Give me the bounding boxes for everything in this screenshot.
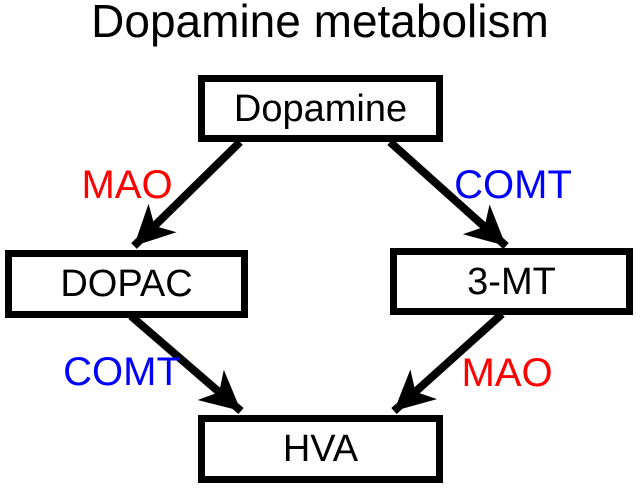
arrow-dopamine-to-3mt bbox=[387, 139, 509, 249]
diagram-title: Dopamine metabolism bbox=[91, 0, 549, 47]
node-dopamine-label: Dopamine bbox=[233, 87, 408, 130]
arrow-dopac-to-hva bbox=[128, 312, 244, 415]
node-3mt: 3-MT bbox=[390, 248, 633, 315]
enzyme-label-mao-3mt-hva: MAO bbox=[461, 351, 553, 395]
node-dopamine: Dopamine bbox=[198, 75, 443, 142]
arrow-3mt-to-hva bbox=[391, 311, 505, 414]
node-hva: HVA bbox=[198, 415, 443, 483]
node-hva-label: HVA bbox=[282, 428, 359, 470]
node-dopac-label: DOPAC bbox=[60, 263, 193, 305]
arrow-dopamine-to-dopac bbox=[131, 139, 243, 249]
enzyme-label-comt-dopac-hva: COMT bbox=[63, 350, 181, 394]
node-dopac: DOPAC bbox=[5, 250, 248, 318]
node-3mt-label: 3-MT bbox=[467, 260, 556, 303]
enzyme-label-mao-dopamine-dopac: MAO bbox=[81, 163, 173, 207]
enzyme-label-comt-dopamine-3mt: COMT bbox=[454, 163, 572, 207]
